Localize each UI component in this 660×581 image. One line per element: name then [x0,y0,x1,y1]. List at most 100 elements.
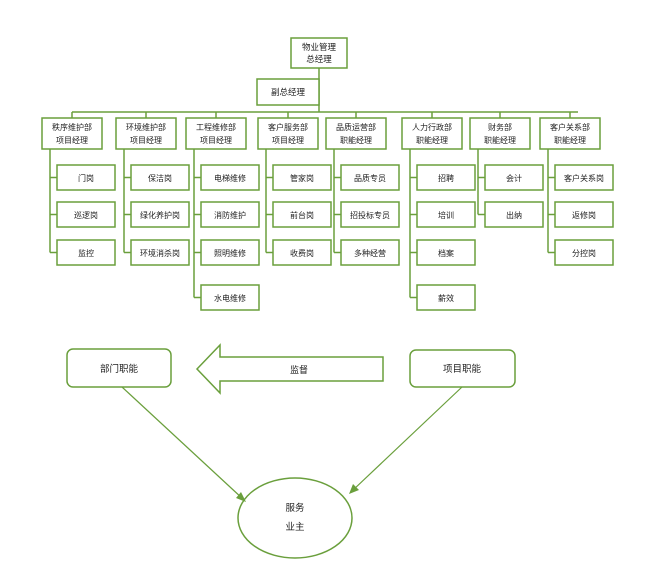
left-arrowhead [236,492,246,502]
position-label: 电梯维修 [214,173,246,183]
position-label: 返修岗 [572,210,596,220]
department-box [539,117,601,150]
root-title: 物业管理 [302,42,337,53]
department-name: 客户服务部 [268,122,308,132]
position-label: 照明维修 [214,248,246,258]
position-label: 水电维修 [214,293,246,303]
position-label: 客户关系岗 [564,173,604,183]
position-label: 招聘 [438,173,454,183]
position-box [340,201,400,228]
position-box [554,239,614,266]
department-name: 秩序维护部 [52,122,92,132]
position-label: 门岗 [78,173,94,183]
position-box [200,201,260,228]
position-box [272,164,332,191]
project-function-node: 项目职能 [409,349,516,388]
position-box [130,164,190,191]
position-label: 档案 [438,248,454,258]
department-name: 人力行政部 [412,122,452,132]
position-box [554,201,614,228]
position-box [56,239,116,266]
position-box [130,239,190,266]
position-box [56,201,116,228]
department-box [115,117,177,150]
position-label: 前台岗 [290,210,314,220]
position-box [484,164,544,191]
department-function-node: 部门职能 [66,348,172,388]
position-box [200,164,260,191]
position-label: 出纳 [506,210,522,220]
position-label: 收费岗 [290,248,314,258]
project-function-label: 项目职能 [443,363,482,375]
position-label: 绿化养护岗 [140,210,180,220]
position-label: 管家岗 [290,173,314,183]
position-label: 监控 [78,248,94,258]
position-label: 多种经营 [354,248,386,258]
deputy-node: 副总经理 [256,78,320,106]
position-box [554,164,614,191]
department-role: 项目经理 [130,135,162,145]
right-arrowhead [349,484,359,494]
department-role: 职能经理 [416,135,448,145]
position-label: 保洁岗 [148,173,172,183]
department-box [469,117,531,150]
department-role: 职能经理 [484,135,516,145]
department-box [325,117,387,150]
position-label: 环境消杀岗 [140,248,180,258]
supervision-label: 监督 [290,364,308,376]
position-label: 会计 [506,173,522,183]
position-label: 招投标专员 [350,210,390,220]
root-subtitle: 总经理 [306,54,332,65]
position-label: 分控岗 [572,248,596,258]
position-box [56,164,116,191]
position-box [200,239,260,266]
position-box [484,201,544,228]
position-box [416,239,476,266]
department-name: 环境维护部 [126,122,166,132]
left-to-center-arrow [121,386,244,500]
deputy-label: 副总经理 [271,87,306,98]
department-role: 职能经理 [340,135,372,145]
service-owner-line1: 服务 [285,502,305,514]
department-role: 项目经理 [200,135,232,145]
right-to-center-arrow [351,386,463,492]
position-label: 薪效 [438,293,454,303]
service-owner-node: 服务 业主 [237,477,353,559]
position-box [272,239,332,266]
department-name: 财务部 [488,122,512,132]
department-name: 客户关系部 [550,122,590,132]
position-label: 巡逻岗 [74,210,98,220]
position-box [340,239,400,266]
department-function-label: 部门职能 [100,363,139,375]
position-label: 消防维护 [214,210,246,220]
position-box [200,284,260,311]
service-owner-line2: 业主 [285,521,304,533]
department-box [41,117,103,150]
department-name: 品质运营部 [336,122,376,132]
department-role: 项目经理 [272,135,304,145]
department-role: 职能经理 [554,135,586,145]
root-node: 物业管理 总经理 [290,37,348,69]
department-box [185,117,247,150]
position-box [340,164,400,191]
position-label: 培训 [438,210,454,220]
departments-group: 秩序维护部项目经理门岗巡逻岗监控环境维护部项目经理保洁岗绿化养护岗环境消杀岗工程… [41,112,614,311]
position-box [416,284,476,311]
department-box [257,117,319,150]
department-name: 工程维修部 [196,122,236,132]
position-label: 品质专员 [354,173,386,183]
position-box [130,201,190,228]
position-box [416,164,476,191]
position-box [416,201,476,228]
position-box [272,201,332,228]
supervision-arrow: 监督 [195,343,384,395]
